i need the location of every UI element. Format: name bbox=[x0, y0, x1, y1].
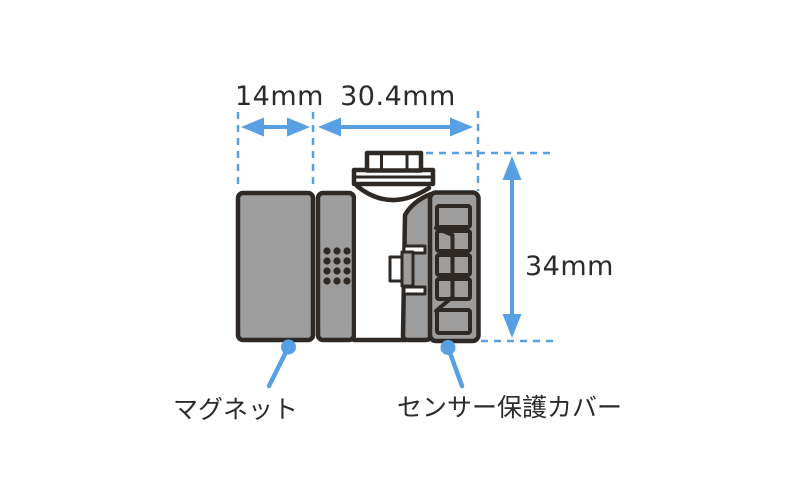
leader-magnet bbox=[266, 339, 296, 389]
leader-dot-sensor-cover bbox=[440, 340, 456, 355]
cover-vent-slots bbox=[434, 204, 472, 335]
dimension-guides bbox=[236, 111, 553, 343]
dimension-label-magnet-width: 14mm bbox=[235, 81, 324, 112]
part-label-magnet: マグネット bbox=[173, 395, 299, 424]
leader-sensor-cover bbox=[440, 340, 465, 389]
dim-arrow-34mm bbox=[502, 156, 522, 338]
dim-arrow-14mm bbox=[241, 117, 310, 137]
dim-arrow-30-4mm bbox=[318, 117, 473, 137]
sensor-body-panel bbox=[315, 190, 357, 343]
dimension-label-height: 34mm bbox=[525, 251, 614, 282]
dimension-label-body-width: 30.4mm bbox=[340, 81, 456, 112]
latch-bar bbox=[400, 250, 415, 288]
sensor-dome-arc bbox=[354, 183, 432, 203]
speaker-dot-grid bbox=[323, 247, 351, 285]
leader-dot-magnet bbox=[281, 339, 296, 355]
latch-slot-bottom bbox=[402, 285, 427, 296]
part-label-sensor-cover: センサー保護カバー bbox=[397, 393, 623, 422]
magnet-shape bbox=[235, 190, 316, 343]
sensor-nut bbox=[364, 150, 424, 173]
